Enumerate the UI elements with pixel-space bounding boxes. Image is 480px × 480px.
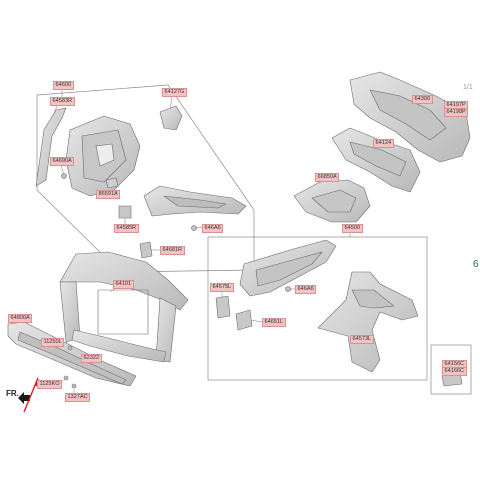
label-64600[interactable]: 64600	[53, 81, 74, 90]
group-box-front-side-member	[207, 236, 428, 381]
cut-edge-text: 6	[473, 259, 479, 270]
front-label: FR.	[6, 389, 19, 398]
label-62322[interactable]: 62322	[81, 354, 102, 363]
front-direction-arrow-icon	[18, 392, 30, 404]
label-64651L[interactable]: 64651L	[262, 318, 286, 327]
part-64583R-brace	[35, 107, 67, 187]
part-1327AC-bolt	[71, 383, 77, 389]
label-11250L[interactable]: 11250L	[41, 338, 65, 347]
group-box-bracket	[430, 344, 472, 395]
part-64575L-bracket	[215, 295, 231, 319]
label-66850A[interactable]: 66850A	[315, 173, 340, 182]
label-1327AC[interactable]: 1327AC	[65, 393, 91, 402]
part-64690A-clip	[61, 173, 67, 179]
label-86591A[interactable]: 86591A	[96, 190, 121, 199]
part-64651L-bracket	[235, 309, 253, 331]
label-1125KO[interactable]: 1125KO	[37, 380, 63, 389]
part-646A6-clip-upper	[191, 225, 197, 231]
label-64690A[interactable]: 64690A	[50, 157, 75, 166]
label-64166C[interactable]: 64166C	[442, 367, 467, 376]
part-64681R-bracket	[139, 241, 153, 259]
label-646A6-upper[interactable]: 646A6	[202, 224, 224, 233]
label-64681R[interactable]: 64681R	[160, 246, 185, 255]
part-64573L-lower-member	[317, 271, 419, 373]
page-indicator: 1/1	[463, 84, 473, 91]
part-64101-radiator-support	[59, 251, 189, 363]
label-64585R[interactable]: 64585R	[114, 224, 139, 233]
part-11250L-bolt	[67, 345, 73, 351]
label-64573L[interactable]: 64573L	[350, 335, 374, 344]
label-64575L[interactable]: 64575L	[210, 283, 234, 292]
part-646A6-clip-lower	[285, 286, 291, 292]
label-646A6-lower[interactable]: 646A6	[295, 285, 317, 294]
part-64585R-bracket	[118, 205, 132, 219]
label-64124[interactable]: 64124	[373, 139, 394, 148]
part-64127G-bracket	[159, 105, 183, 131]
label-64583R[interactable]: 64583R	[50, 97, 75, 106]
part-1125KO-bolt	[63, 375, 69, 381]
label-64198P[interactable]: 64198P	[444, 108, 469, 117]
part-86591A-piece	[105, 177, 119, 189]
label-64101[interactable]: 64101	[113, 280, 134, 289]
label-64127G[interactable]: 64127G	[162, 88, 187, 97]
label-64800A[interactable]: 64800A	[8, 314, 33, 323]
label-64500[interactable]: 64500	[342, 224, 363, 233]
label-64300[interactable]: 64300	[412, 95, 433, 104]
